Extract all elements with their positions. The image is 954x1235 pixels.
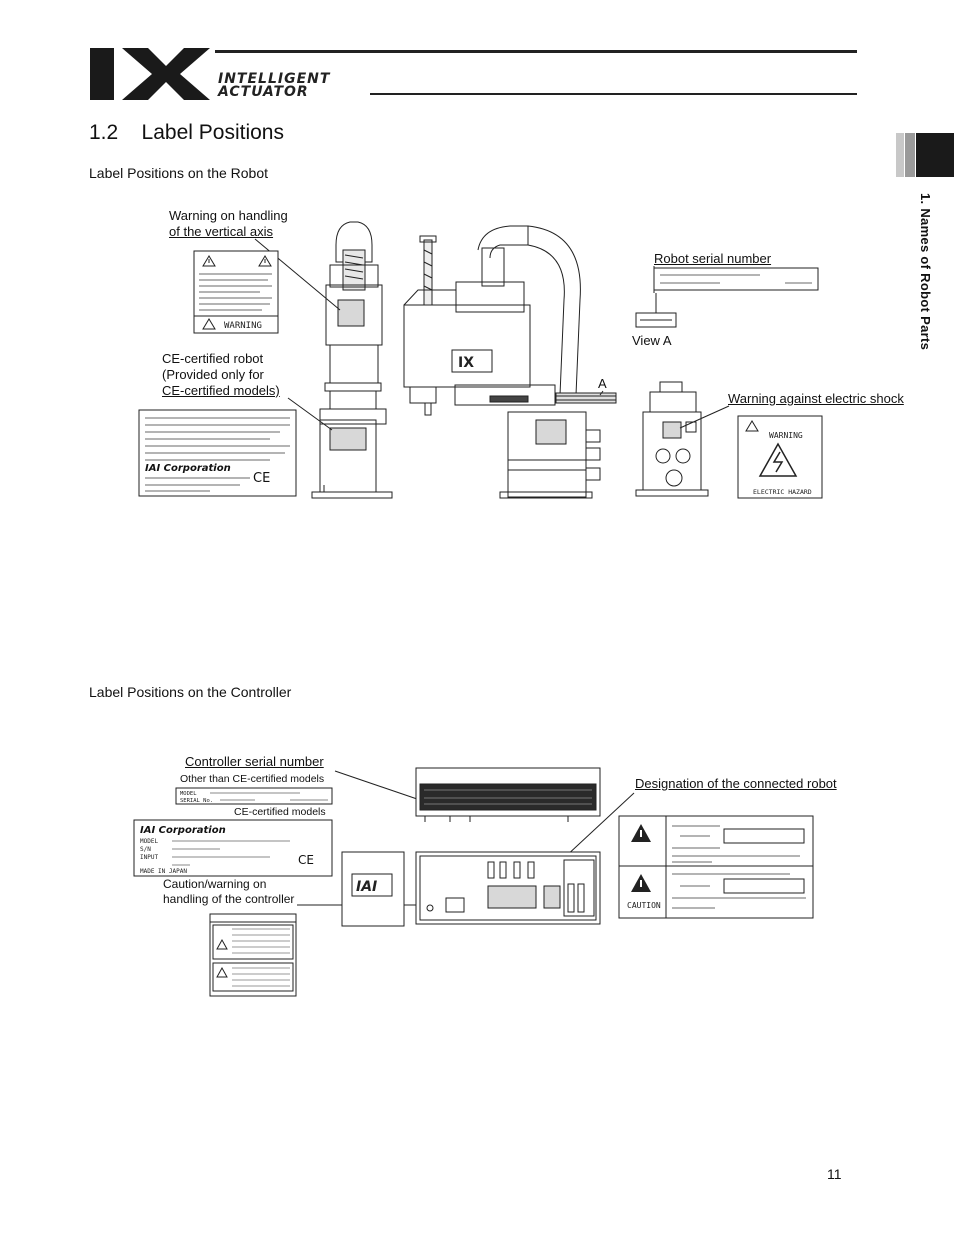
ce-models-note: CE-certified models [234,806,326,818]
robot-serial-annotation: Robot serial number [654,251,772,266]
ce-plate-row-1: MODEL [140,838,158,845]
other-than-ce-note: Other than CE-certified models [180,773,325,785]
section-number: 1.2 [89,121,119,144]
controller-serial-row-2: SERIAL No. [180,798,213,804]
vertical-warning-word: WARNING [224,321,262,331]
controller-front-view [415,851,601,925]
caution-text-2: handling of the controller [163,892,295,906]
designation-caution-word: CAUTION [627,901,661,910]
ce-robot-annotation: CE-certified robot (Provided only for CE… [162,351,280,399]
side-tab-light [896,133,904,177]
controller-nameplate-brand: IAI Corporation [140,825,226,836]
ce-plate-row-2: S/N [140,846,151,853]
controller-caution-annotation: Caution/warning on handling of the contr… [163,877,294,907]
designation-annotation: Designation of the connected robot [635,776,837,791]
controller-caution-label [209,913,297,997]
vertical-axis-warning-label: WARNING [193,250,279,334]
vertical-axis-warning-annotation: Warning on handling of the vertical axis [169,208,288,240]
ix-logo-mark [90,48,210,100]
controller-top-view [415,767,601,822]
view-a-detail [635,293,677,328]
view-a-label: View A [632,333,672,348]
robot-ce-nameplate: IAI Corporation CE [138,409,297,497]
controller-ce-nameplate: IAI Corporation MODEL S/N INPUT MADE IN … [133,819,333,877]
robot-rear-view [635,381,709,497]
logo-line-1: INTELLIGENT [218,71,331,87]
controller-side-view: IAI [341,851,405,927]
designation-label: CAUTION [618,815,814,919]
controller-serial-annotation: Controller serial number [185,754,324,769]
ce-robot-text-2: (Provided only for [162,367,264,382]
robot-front-view: IX [403,225,617,499]
robot-serial-label [653,267,819,291]
controller-heading: Label Positions on the Controller [89,684,292,700]
controller-serial-label: MODEL SERIAL No. [175,787,333,805]
page-number: 11 [827,1166,842,1182]
vertical-warning-text-2: of the vertical axis [169,224,274,239]
robot-heading: Label Positions on the Robot [89,165,269,181]
ce-robot-text-1: CE-certified robot [162,351,264,366]
controller-serial-row-1: MODEL [180,791,197,797]
header-rule-top [215,50,857,53]
robot-side-view [311,221,393,499]
header-rule-bottom [370,93,857,95]
side-tab-dark [916,133,954,177]
side-tab-mid [905,133,915,177]
caution-text-1: Caution/warning on [163,877,267,891]
svg-text:IX: IX [458,355,474,371]
ce-plate-row-3: INPUT [140,854,158,861]
electric-shock-annotation: Warning against electric shock [728,391,904,406]
ce-robot-text-3: CE-certified models) [162,383,280,398]
controller-ce-mark: CE [298,853,314,867]
section-title-text: Label Positions [141,121,284,144]
electric-shock-warning-label: WARNING ELECTRIC HAZARD [737,415,823,499]
section-title: 1.2 Label Positions [89,121,284,145]
logo-wordmark: INTELLIGENT ACTUATOR [218,71,331,100]
ce-plate-row-4: MADE IN JAPAN [140,868,187,875]
side-tab-label: 1. Names of Robot Parts [918,193,933,351]
controller-iai-logo: IAI [356,879,377,895]
vertical-warning-text-1: Warning on handling [169,208,288,223]
robot-nameplate-brand: IAI Corporation [145,463,231,474]
a-marker: A [598,376,607,391]
shock-label-word: WARNING [769,431,803,440]
logo-line-2: ACTUATOR [218,84,309,100]
robot-ce-mark: CE [253,471,270,486]
shock-label-bottom: ELECTRIC HAZARD [753,488,812,496]
